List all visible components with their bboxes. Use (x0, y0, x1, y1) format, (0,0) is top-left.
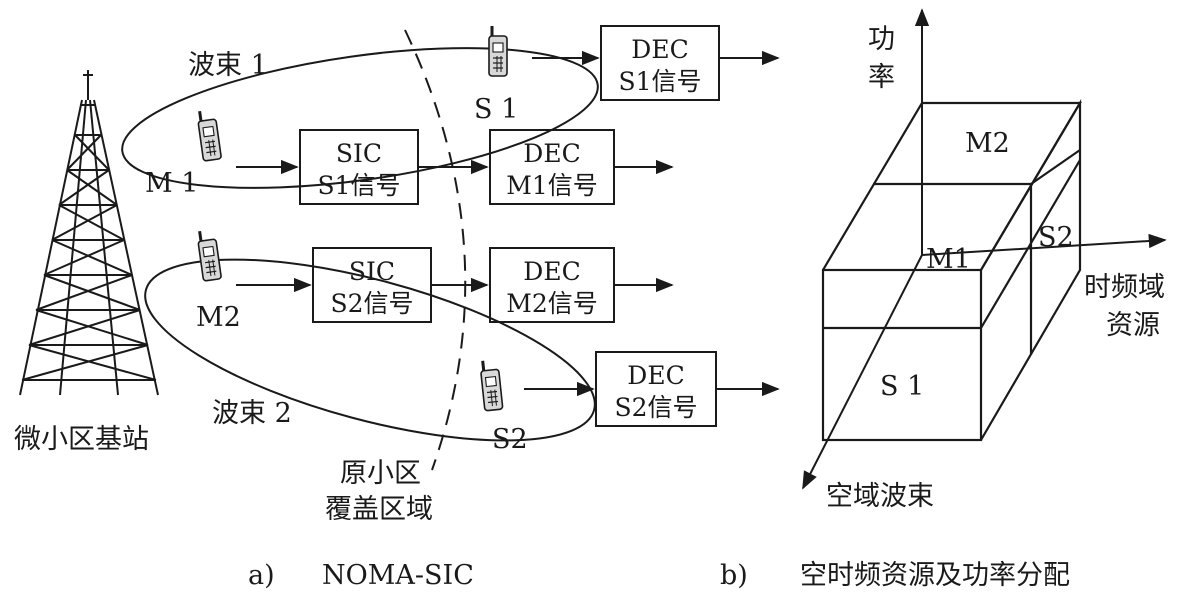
caption-a: NOMA-SIC (322, 560, 474, 591)
beam-1-label: 波束 1 (188, 50, 268, 81)
box-sic-s1: SIC S1信号 (299, 129, 419, 205)
axis-power-label-2: 率 (868, 62, 895, 93)
svg-text:DEC: DEC (523, 257, 580, 286)
tower-icon (19, 70, 159, 396)
phone-icon-s1 (487, 24, 509, 78)
svg-text:DEC: DEC (523, 139, 580, 168)
cell-m1: M1 (926, 244, 971, 275)
user-s2-label: S2 (492, 424, 528, 455)
axis-tf-label-1: 时频域 (1084, 272, 1165, 303)
beam-2-ellipse (144, 258, 596, 442)
svg-text:S2信号: S2信号 (614, 393, 697, 422)
beam-2-label: 波束 2 (212, 398, 292, 429)
svg-text:SIC: SIC (349, 257, 395, 286)
beam-1-ellipse (121, 47, 599, 189)
svg-text:S1信号: S1信号 (618, 67, 701, 96)
user-s1-label: S 1 (474, 94, 518, 125)
base-station-label: 微小区基站 (14, 424, 149, 455)
caption-b-prefix: b) (720, 560, 748, 591)
coverage-boundary (404, 29, 467, 471)
panel-a: 微小区基站 波束 1 波束 2 原小区 覆盖区域 S 1 M 1 M2 S2 D… (14, 24, 780, 591)
phone-icon-m2 (195, 227, 223, 283)
cell-m2: M2 (965, 128, 1010, 159)
svg-text:M2信号: M2信号 (506, 289, 598, 318)
svg-text:M1信号: M1信号 (506, 171, 598, 200)
caption-b: 空时频资源及功率分配 (800, 560, 1070, 591)
axis-tf-label-2: 资源 (1106, 310, 1160, 341)
axis-power-label-1: 功 (868, 24, 895, 55)
axes (802, 8, 1167, 490)
caption-a-prefix: a) (248, 560, 275, 591)
time-frequency-axis (921, 233, 1167, 256)
box-dec-s1: DEC S1信号 (600, 25, 720, 101)
coverage-label-1: 原小区 (340, 458, 421, 489)
box-dec-s2: DEC S2信号 (595, 351, 717, 427)
spatial-beam-axis (802, 254, 923, 490)
svg-text:S1信号: S1信号 (317, 171, 400, 200)
svg-text:SIC: SIC (336, 139, 382, 168)
user-m2-label: M2 (196, 302, 241, 333)
svg-text:DEC: DEC (627, 361, 684, 390)
svg-text:DEC: DEC (631, 35, 688, 64)
phone-icon-m1 (195, 107, 223, 163)
box-dec-m1: DEC M1信号 (489, 129, 615, 205)
axis-space-label: 空域波束 (826, 481, 934, 512)
signal-arrows (236, 50, 780, 397)
coverage-label-2: 覆盖区域 (325, 494, 433, 525)
phone-icon-s2 (478, 357, 505, 413)
cell-s2: S2 (1038, 222, 1074, 253)
box-sic-s2: SIC S2信号 (312, 247, 432, 323)
cell-s1: S 1 (880, 371, 924, 402)
resource-cuboid (821, 98, 1082, 442)
svg-text:S2信号: S2信号 (330, 289, 413, 318)
panel-b: 功 率 时频域 资源 空域波束 M2 M1 S2 S 1 b) 空时频资源及功率… (720, 8, 1167, 591)
box-dec-m2: DEC M2信号 (489, 247, 615, 323)
user-m1-label: M 1 (145, 168, 198, 199)
